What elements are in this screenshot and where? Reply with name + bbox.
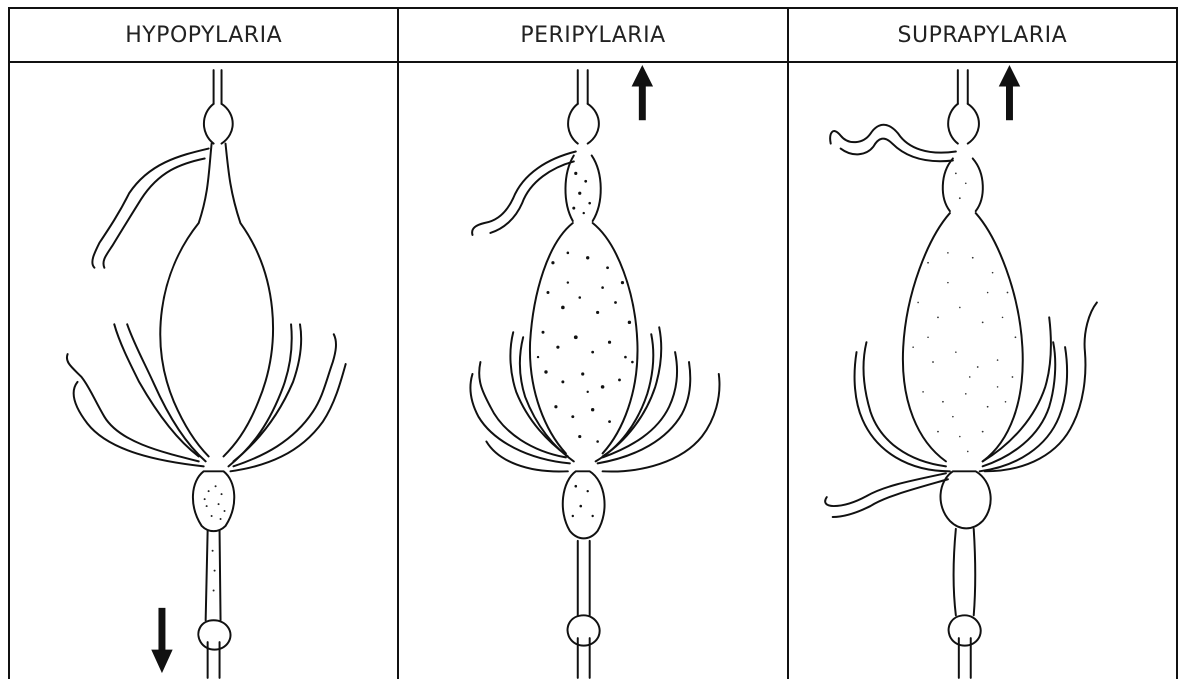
panel-title: HYPOPYLARIA — [125, 23, 282, 48]
panel-header: PERIPYLARIA — [399, 9, 786, 63]
panel-title: SUPRAPYLARIA — [898, 23, 1068, 48]
arrow-up-icon — [633, 66, 653, 120]
dense-stipple — [537, 172, 634, 517]
panel-header: HYPOPYLARIA — [10, 9, 397, 63]
panel-peripylaria: PERIPYLARIA — [397, 9, 786, 679]
arrow-down-icon — [152, 608, 172, 672]
panel-title: PERIPYLARIA — [520, 23, 665, 48]
panel-header: SUPRAPYLARIA — [789, 9, 1176, 63]
panel-suprapylaria: SUPRAPYLARIA — [787, 9, 1176, 679]
arrow-up-icon — [999, 66, 1019, 120]
panel-grid: HYPOPYLARIA — [8, 7, 1178, 679]
peripylaria-drawing — [399, 63, 786, 679]
suprapylaria-drawing — [789, 63, 1176, 679]
light-stipple — [912, 172, 1016, 452]
hypopylaria-drawing — [10, 63, 397, 679]
panel-hypopylaria: HYPOPYLARIA — [10, 9, 397, 679]
